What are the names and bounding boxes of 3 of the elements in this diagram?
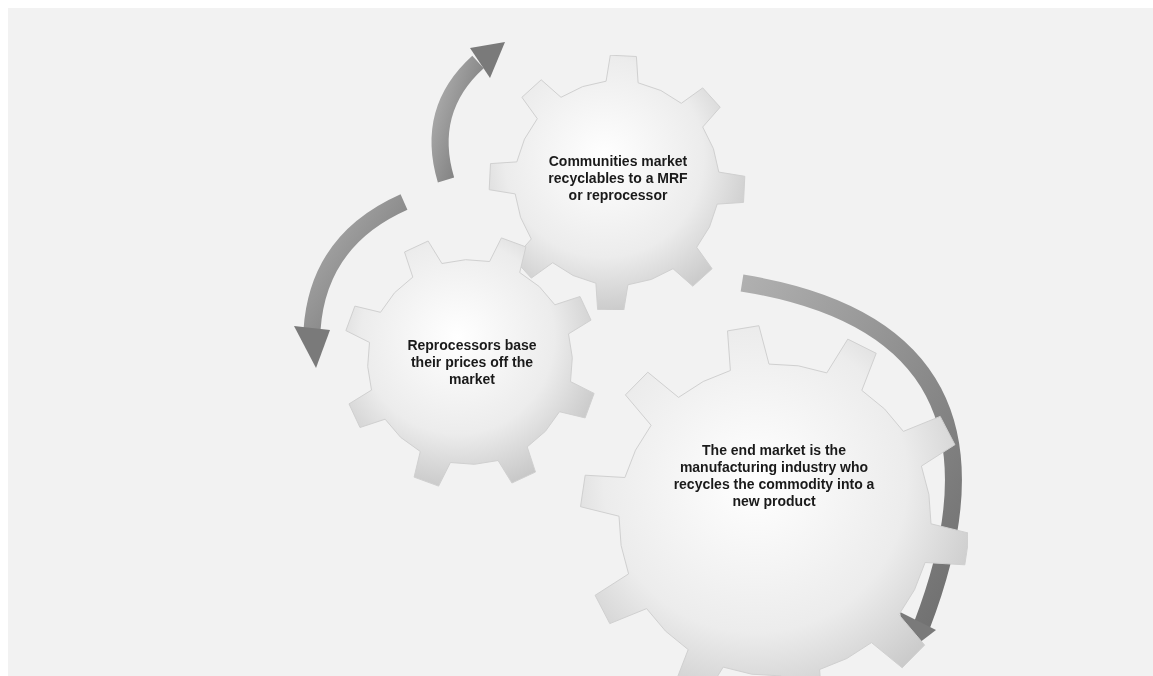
gear-label: Communities market recyclables to a MRF or reprocessor xyxy=(548,153,688,204)
gear-label: Reprocessors base their prices off the market xyxy=(406,337,538,388)
gear-label: The end market is the manufacturing industry who recycles the commodity into a new product xyxy=(672,442,876,510)
